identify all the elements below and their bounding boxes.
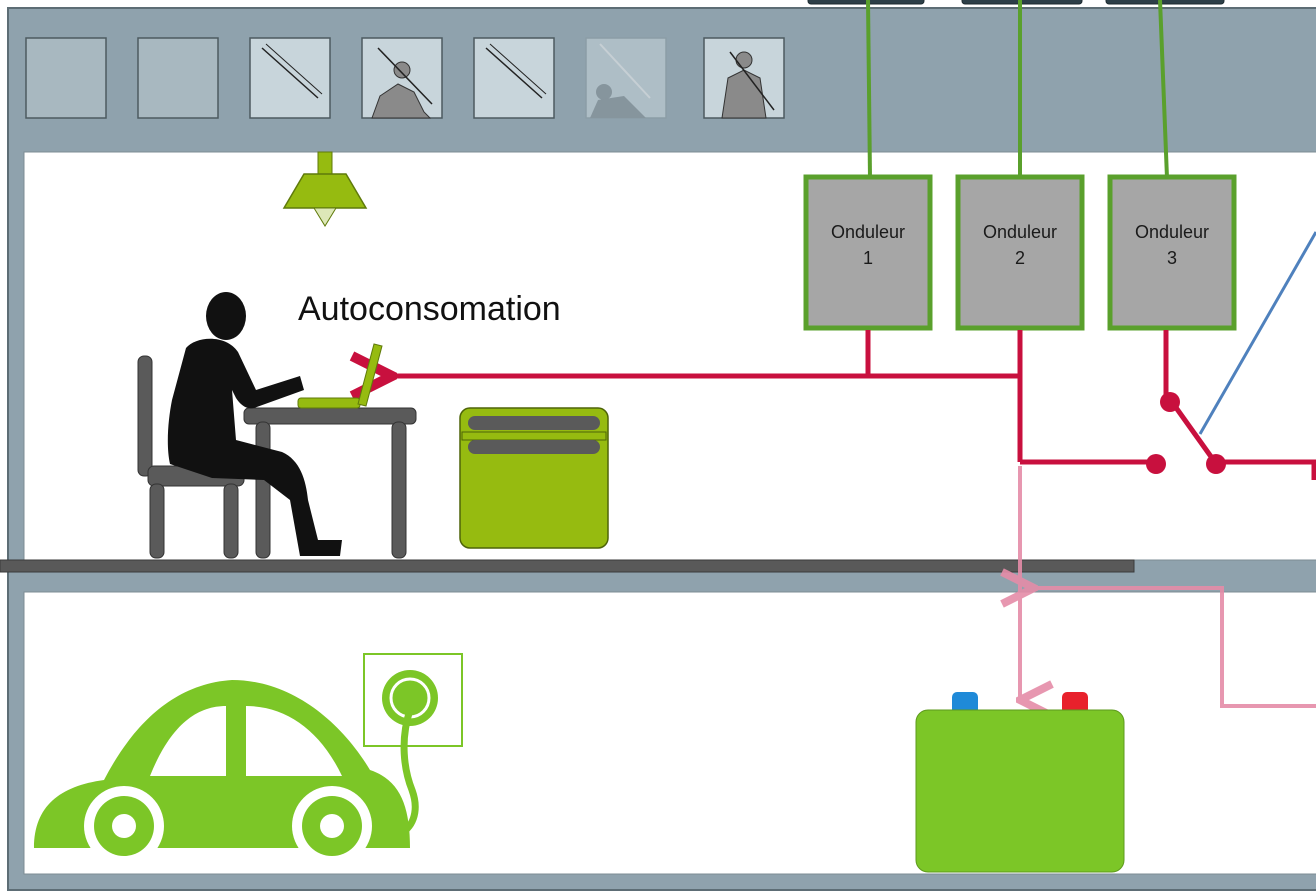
radiator-icon [459,407,609,549]
window-row [25,37,785,119]
power-socket-icon [363,653,463,747]
inverter-3-number: 3 [1167,248,1177,268]
window-4 [361,37,443,119]
floor-slab [0,559,1135,573]
inverter-3-label: Onduleur [1135,222,1209,242]
inverter-2-number: 2 [1015,248,1025,268]
ceiling-lamp-icon [282,151,368,227]
electric-car-icon [34,680,410,866]
inverter-1-label: Onduleur [831,222,905,242]
switch-control-line [1198,231,1316,435]
window-5 [473,37,555,119]
battery-wiring [1020,466,1316,706]
solar-panel-1 [807,0,925,5]
inverter-2: Onduleur 2 [955,174,1085,331]
person-at-laptop-icon [137,292,417,559]
window-2 [137,37,219,119]
charging-cable [396,708,419,838]
window-7 [703,37,785,119]
ac-switch-nodes [1146,392,1226,474]
diagram-title: Autoconsomation [298,290,561,328]
window-3 [249,37,331,119]
ac-wiring [392,330,1316,480]
window-6 [585,37,667,119]
inverter-3: Onduleur 3 [1107,174,1237,331]
inverter-1: Onduleur 1 [803,174,933,331]
inverter-1-number: 1 [863,248,873,268]
dc-lines [866,0,1169,179]
window-1 [25,37,107,119]
inverter-2-label: Onduleur [983,222,1057,242]
battery-icon [915,692,1125,873]
solar-panel-3 [1105,0,1225,5]
